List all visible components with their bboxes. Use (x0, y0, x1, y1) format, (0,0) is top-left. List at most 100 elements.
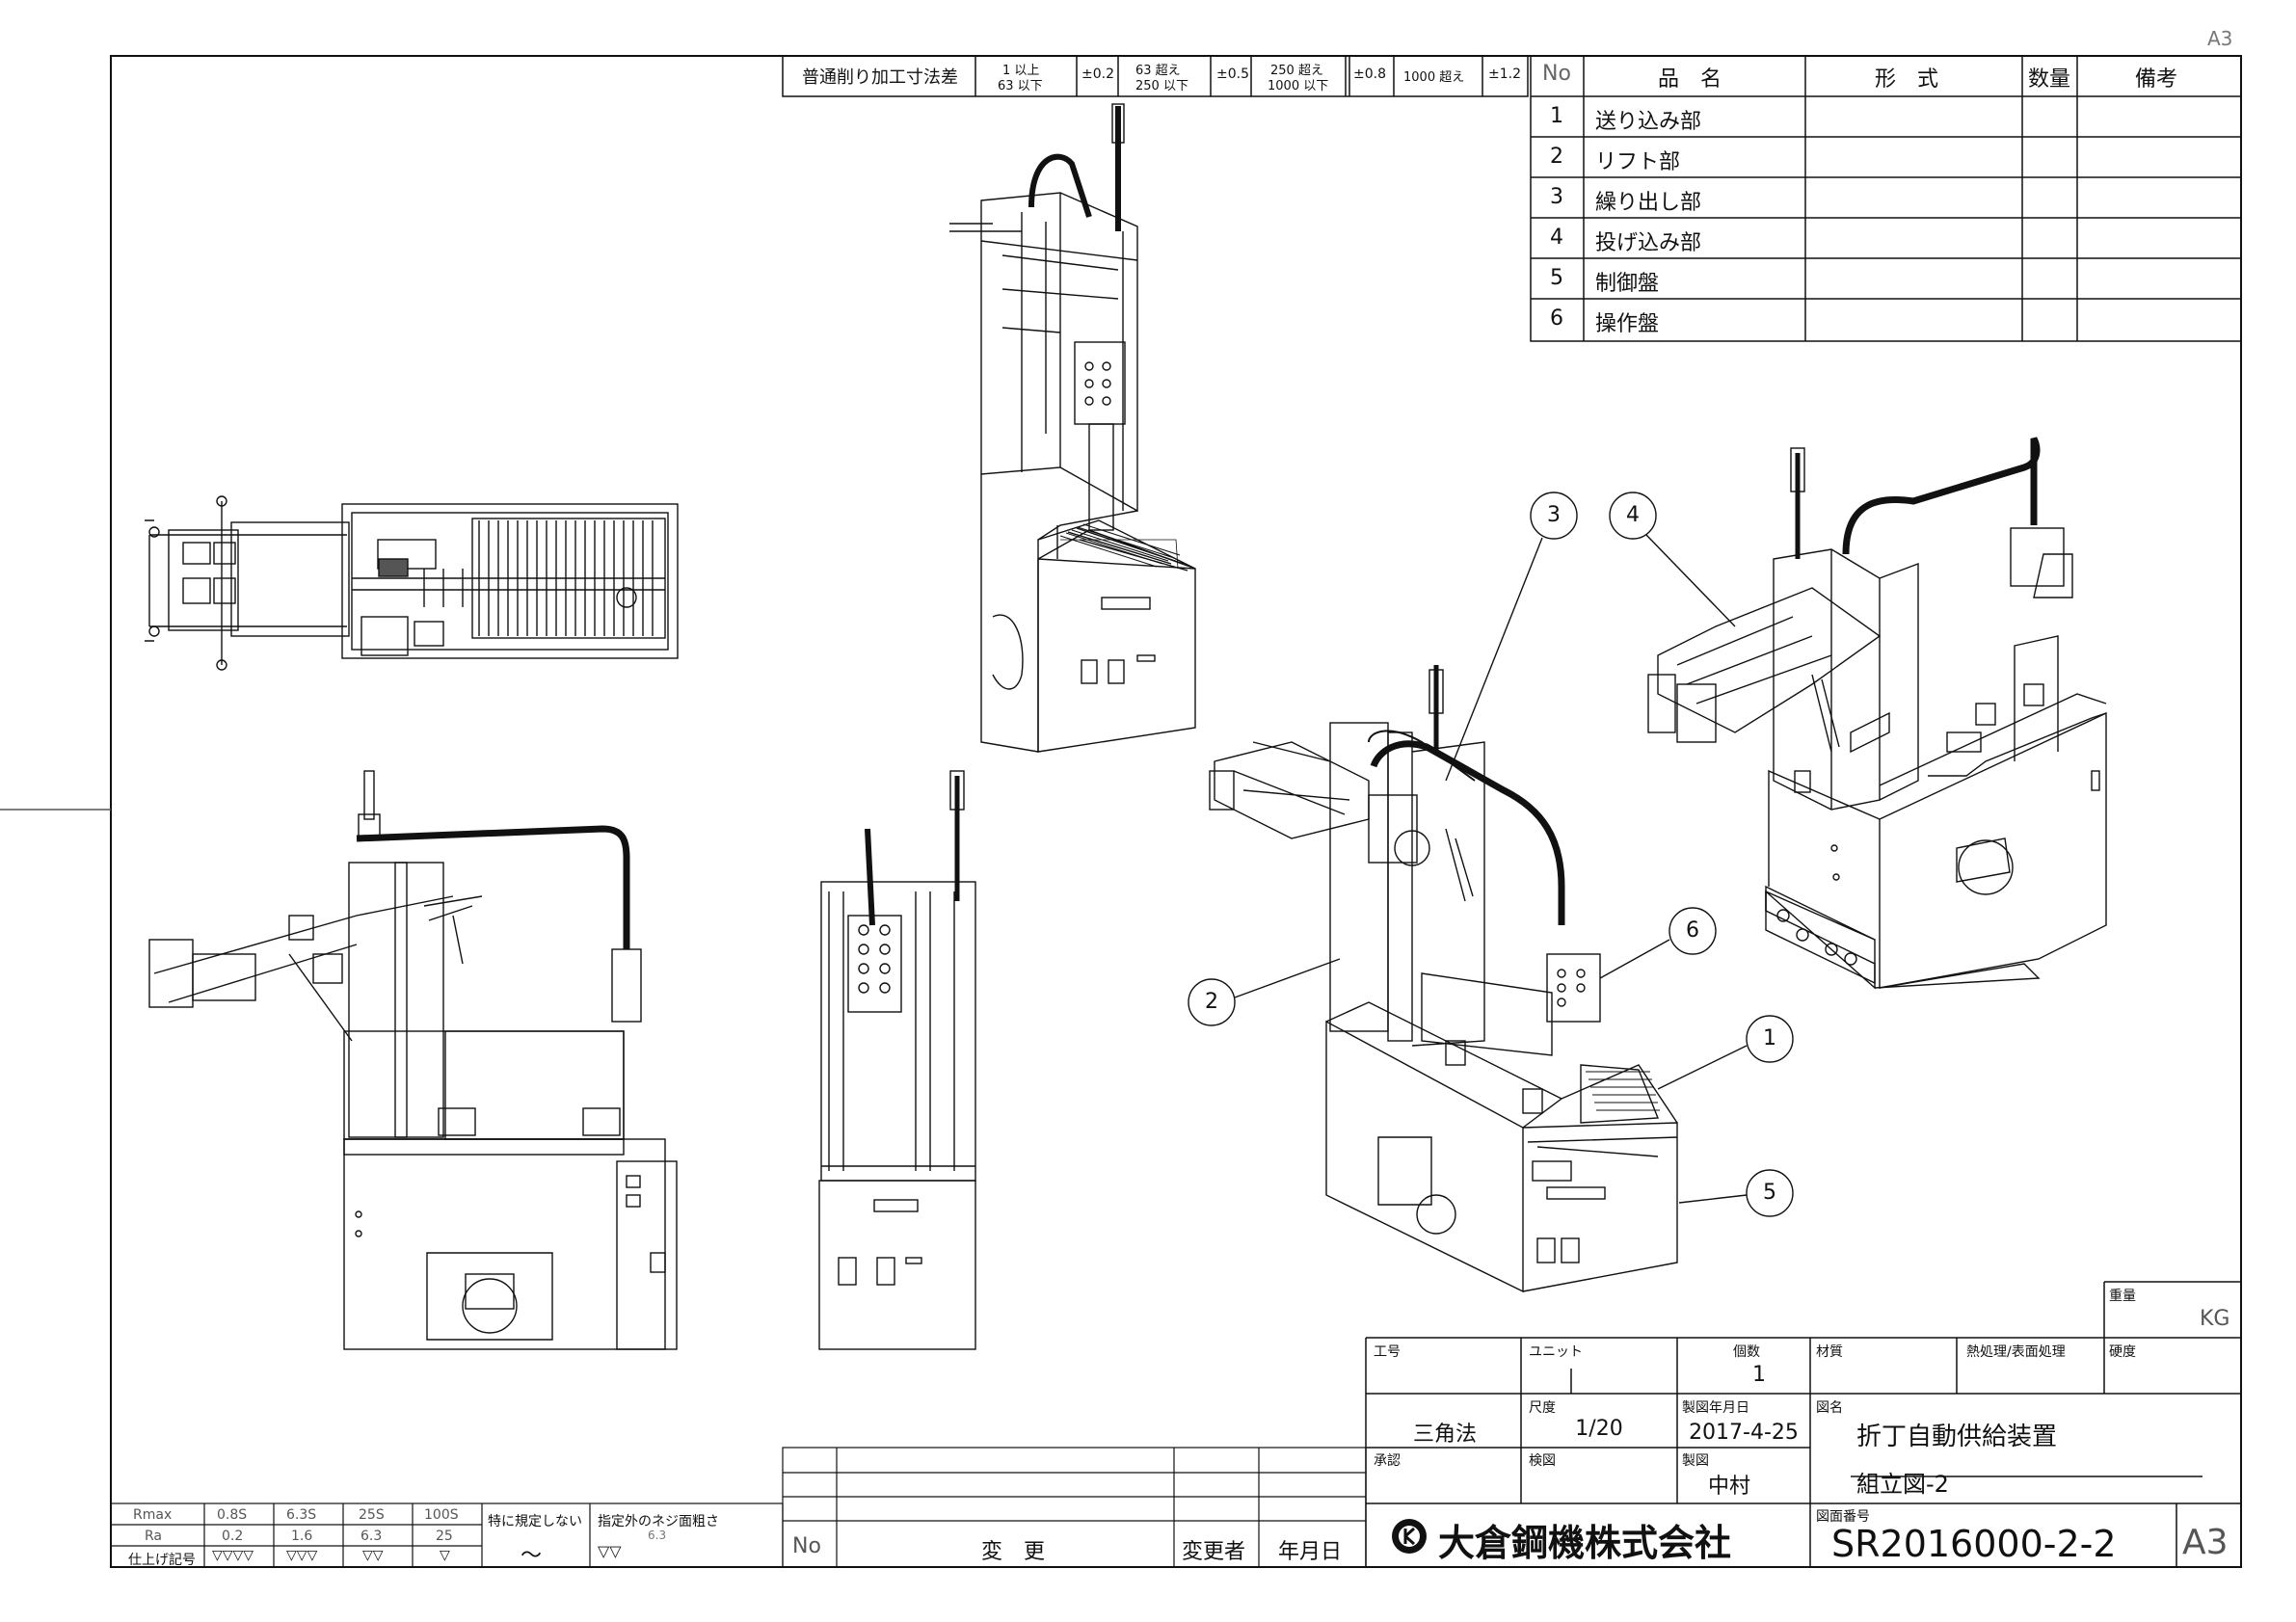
balloon-4-circle (1609, 492, 1657, 540)
iso-view-rear (1647, 437, 2107, 990)
revision-date-header: 年月日 (1278, 1540, 1343, 1564)
parts-row-name: 繰り出し部 (1595, 191, 1702, 215)
drawing-no-label: 図面番号 (1816, 1509, 1870, 1525)
balloon-6-circle (1669, 907, 1717, 955)
scale-label: 尺度 (1529, 1400, 1556, 1416)
parts-row-no: 2 (1550, 145, 1563, 169)
title-block-lines (1365, 1281, 2241, 1567)
oblique-view-rear (949, 103, 1196, 753)
parts-header-qty: 数量 (2028, 67, 2071, 92)
parts-row-no: 3 (1550, 185, 1563, 209)
balloon-5-circle (1746, 1169, 1794, 1217)
tolerance-table-lines (782, 55, 1529, 97)
sf-rmax-label: Rmax (133, 1507, 173, 1523)
sf-symbol-3: ▽▽ (362, 1548, 384, 1563)
tol-range-1b: 63 以下 (998, 79, 1043, 93)
balloon-1-circle (1746, 1015, 1794, 1063)
hardness-label: 硬度 (2109, 1344, 2136, 1360)
approval-label: 承認 (1374, 1453, 1401, 1469)
weight-unit: KG (2200, 1307, 2230, 1331)
tol-range-4a: 1000 超え (1403, 70, 1465, 85)
draft-label: 製図 (1682, 1453, 1709, 1469)
drawing-name-1: 折丁自動供給装置 (1856, 1423, 2058, 1451)
balloon-2-circle (1188, 978, 1236, 1026)
company-name: 大倉鋼機株式会社 (1438, 1521, 1732, 1564)
balloon-1: 1 (1763, 1026, 1776, 1050)
parts-row-no: 6 (1550, 306, 1563, 331)
work-no-label: 工号 (1374, 1344, 1401, 1360)
parts-row-name: リフト部 (1595, 150, 1681, 174)
sf-rmax-4: 100S (424, 1507, 459, 1523)
drawing-frame (110, 55, 2242, 1568)
tolerance-title: 普通削り加工寸法差 (802, 67, 958, 88)
parts-row-name: 送り込み部 (1595, 110, 1702, 134)
sheet-size-label: A3 (2207, 27, 2233, 50)
tol-value-3: ±0.8 (1353, 66, 1386, 82)
unit-label: ユニット (1529, 1344, 1583, 1360)
sf-thread-symbol: ▽▽ (598, 1542, 622, 1560)
material-label: 材質 (1816, 1344, 1843, 1360)
iso-view-main (1209, 665, 1678, 1293)
plan-view (145, 495, 679, 671)
parts-row-name: 操作盤 (1595, 312, 1660, 336)
parts-header-name: 品 名 (1658, 67, 1722, 92)
count-value: 1 (1752, 1363, 1766, 1387)
weight-label: 重量 (2109, 1289, 2136, 1304)
sf-unspecified-label: 特に規定しない (488, 1514, 582, 1529)
balloon-6: 6 (1686, 918, 1699, 943)
sf-ra-1: 0.2 (222, 1529, 244, 1544)
tol-value-4: ±1.2 (1488, 66, 1521, 82)
parts-list-lines (1530, 55, 2242, 342)
revision-change-header: 変 更 (981, 1540, 1046, 1564)
balloon-5: 5 (1763, 1181, 1776, 1205)
revision-no-header: No (792, 1534, 821, 1558)
drawing-name-2: 組立図-2 (1856, 1471, 1949, 1498)
balloon-lines (1188, 492, 1794, 1217)
treatment-label: 熱処理/表面処理 (1966, 1344, 2066, 1360)
check-label: 検図 (1529, 1453, 1556, 1469)
sheet-size-box: A3 (2182, 1523, 2229, 1562)
balloon-2: 2 (1205, 990, 1218, 1014)
front-view (818, 770, 976, 1350)
balloon-3-circle (1530, 492, 1578, 540)
parts-row-name: 制御盤 (1595, 272, 1660, 296)
sf-ra-2: 1.6 (291, 1529, 313, 1544)
sf-symbol-2: ▽▽▽ (286, 1548, 318, 1563)
sf-symbol-4: ▽ (440, 1548, 450, 1563)
draft-date-value: 2017-4-25 (1689, 1421, 1799, 1445)
tol-range-3b: 1000 以下 (1268, 79, 1329, 93)
scale-value: 1/20 (1575, 1417, 1623, 1441)
parts-row-name: 投げ込み部 (1595, 231, 1702, 255)
parts-row-no: 5 (1550, 266, 1563, 290)
sf-symbol-1: ▽▽▽▽ (212, 1548, 254, 1563)
sf-ra-3: 6.3 (360, 1529, 383, 1544)
balloon-4: 4 (1626, 503, 1640, 527)
drafter-name: 中村 (1708, 1475, 1751, 1499)
parts-header-remarks: 備考 (2135, 67, 2178, 92)
tol-value-1: ±0.2 (1081, 66, 1114, 82)
drawing-name-label: 図名 (1816, 1400, 1843, 1416)
sf-rmax-3: 25S (359, 1507, 385, 1523)
sf-thread-label: 指定外のネジ面粗さ (598, 1514, 719, 1529)
sf-ra-label: Ra (145, 1529, 162, 1544)
tol-value-2: ±0.5 (1216, 66, 1249, 82)
sf-unspecified-symbol: ～ (521, 1544, 543, 1568)
tol-range-2a: 63 超え (1135, 64, 1181, 78)
revision-changer-header: 変更者 (1182, 1540, 1246, 1564)
sf-rmax-1: 0.8S (217, 1507, 248, 1523)
parts-row-no: 1 (1550, 104, 1563, 128)
side-view (148, 770, 678, 1350)
balloon-3: 3 (1547, 503, 1561, 527)
draft-date-label: 製図年月日 (1682, 1400, 1749, 1416)
count-label: 個数 (1733, 1344, 1760, 1360)
sf-rmax-2: 6.3S (286, 1507, 317, 1523)
sf-thread-value: 6.3 (648, 1529, 667, 1542)
tol-range-2b: 250 以下 (1135, 79, 1188, 93)
tol-range-3a: 250 超え (1270, 64, 1323, 78)
projection-method: 三角法 (1412, 1423, 1477, 1447)
parts-header-no: No (1542, 62, 1571, 86)
tol-range-1a: 1 以上 (1002, 64, 1040, 78)
drawing-no: SR2016000-2-2 (1831, 1523, 2117, 1565)
parts-header-type: 形 式 (1875, 67, 1939, 92)
